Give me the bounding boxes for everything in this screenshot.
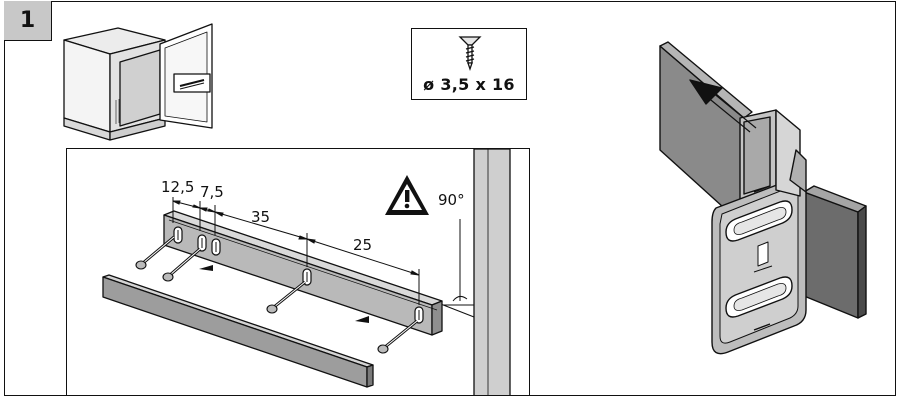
rail-mounting-drawing: 90° (102, 149, 511, 395)
dimension-label-3: 35 (251, 208, 270, 226)
mounting-rail (163, 210, 443, 336)
angle-label: 90° (438, 191, 465, 209)
screws (135, 235, 418, 354)
dimension-label-2: 7,5 (200, 183, 224, 201)
cover-strip (102, 274, 374, 388)
slot-screw-marks (177, 230, 420, 320)
dimension-label-4: 25 (353, 236, 372, 254)
dimension-label-1: 12,5 (161, 178, 194, 196)
slide-direction-arrow (689, 79, 757, 133)
warning-triangle-icon (385, 175, 429, 215)
wall-panel (473, 149, 511, 395)
countersunk-screw-icon (458, 36, 482, 72)
dimension-lines (172, 197, 420, 305)
screw-1 (135, 235, 175, 270)
direction-arrow-left (199, 265, 213, 271)
step-number-badge: 1 (4, 1, 52, 41)
screw-3 (266, 280, 306, 314)
direction-arrow-right (355, 316, 369, 323)
rail-mounting-detail: 90° (66, 148, 530, 396)
side-panel (803, 191, 859, 319)
step-number: 1 (19, 8, 36, 33)
screw-spec-box: ø 3,5 x 16 (411, 28, 527, 100)
screw-spec-label: ø 3,5 x 16 (423, 75, 515, 94)
screw-4 (377, 319, 418, 354)
screw-2 (162, 247, 201, 282)
